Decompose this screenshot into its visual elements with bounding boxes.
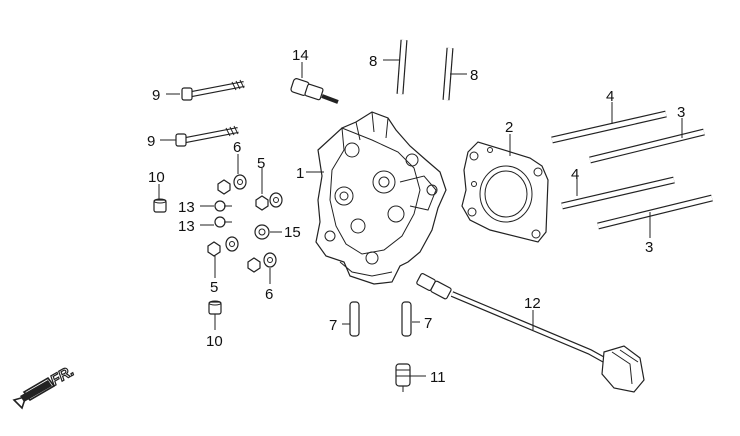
callout-6-bottom: 6 [265, 286, 273, 303]
callout-8-left: 8 [369, 53, 377, 70]
callout-4-bottom: 4 [571, 166, 579, 183]
callout-3-top: 3 [677, 104, 685, 121]
leader-lines [158, 59, 683, 377]
dowel-7a [349, 301, 360, 337]
cap-nut-6a [217, 174, 247, 195]
cap-nut-5a [255, 192, 283, 211]
callout-2: 2 [505, 119, 513, 136]
temp-sensor-14 [290, 78, 339, 104]
stud-bolt-3a [589, 128, 705, 164]
front-direction-arrow: FR. [12, 362, 78, 410]
stud-bolt-3b [597, 194, 713, 230]
callout-13-bottom: 13 [178, 218, 195, 235]
callout-3-bottom: 3 [645, 239, 653, 256]
callout-13-top: 13 [178, 199, 195, 216]
cylinder-head [315, 111, 447, 285]
cap-nut-5b [207, 236, 239, 257]
bolt-13b [214, 216, 232, 228]
cap-nut-6b [247, 252, 277, 273]
o2-sensor-12 [416, 273, 645, 393]
flange-bolt-9b [175, 125, 239, 147]
washer-15 [254, 224, 270, 240]
callout-7-left: 7 [329, 317, 337, 334]
callout-6-top: 6 [233, 139, 241, 156]
callout-9-bottom: 9 [147, 133, 155, 150]
callout-5-top: 5 [257, 155, 265, 172]
flange-bolt-9a [181, 79, 245, 101]
stud-bolt-4b [561, 176, 675, 210]
callout-4-top: 4 [606, 88, 614, 105]
bolt-13a [214, 200, 232, 212]
head-gasket [461, 141, 549, 243]
dowel-pin-10a [153, 198, 167, 213]
callout-8-right: 8 [470, 67, 478, 84]
callout-10-bottom: 10 [206, 333, 223, 350]
callout-14: 14 [292, 47, 309, 64]
callout-5-bottom: 5 [210, 279, 218, 296]
dowel-7b [401, 301, 412, 337]
stud-bolt-4a [551, 110, 667, 144]
callout-7-right: 7 [424, 315, 432, 332]
callout-11: 11 [430, 369, 446, 386]
callout-15: 15 [284, 224, 301, 241]
spark-plug-11 [395, 363, 411, 392]
callout-12: 12 [524, 295, 541, 312]
callout-1: 1 [296, 165, 304, 182]
callout-9-top: 9 [152, 87, 160, 104]
stud-bolt-8b [442, 47, 454, 101]
callout-10-top: 10 [148, 169, 165, 186]
stud-bolt-8a [396, 39, 408, 95]
dowel-pin-10b [208, 300, 222, 315]
